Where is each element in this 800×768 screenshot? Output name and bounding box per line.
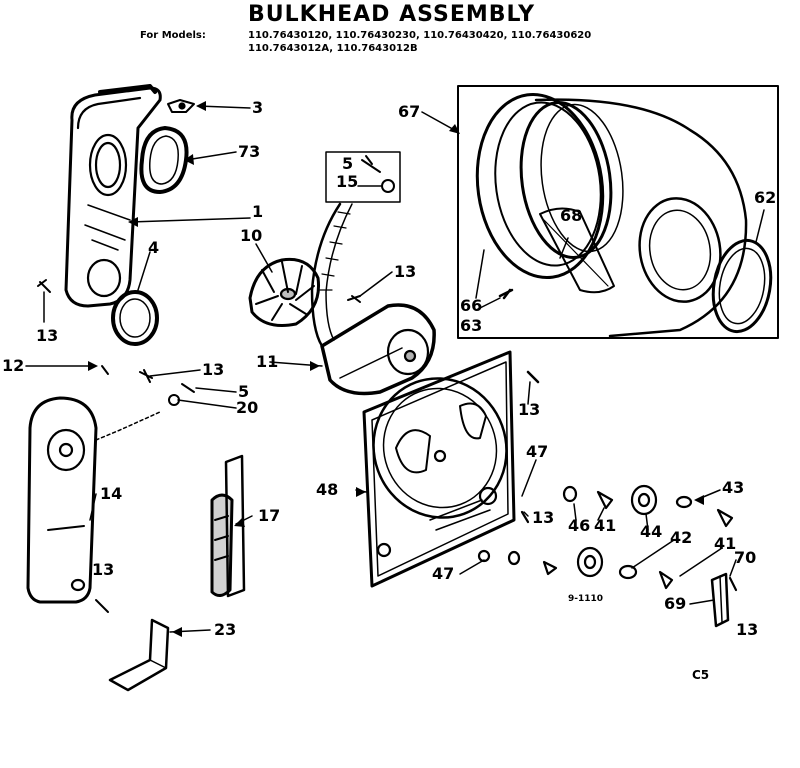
callout-47-a: 47 [526,442,549,461]
callout-68: 68 [560,206,583,225]
blower-housing-part-11 [322,296,434,394]
callout-47-b: 47 [432,564,455,583]
front-bulkhead-part-1 [66,86,160,306]
callout-63: 63 [460,316,483,335]
callout-13-g: 13 [736,620,759,639]
callout-13-a: 13 [36,326,59,345]
drum-ring-part-62 [706,236,777,336]
models-line-1: 110.76430120, 110.76430230, 110.76430420… [248,30,592,41]
callout-20: 20 [236,398,259,417]
models-label: For Models: [140,30,206,41]
callout-15: 15 [336,172,359,191]
callout-5-a: 5 [238,382,250,401]
corner-code: C5 [692,668,710,682]
callout-62: 62 [754,188,777,207]
drum-box [458,86,778,338]
arrowheads [88,101,704,637]
callout-4: 4 [148,238,160,257]
callout-1: 1 [252,202,264,221]
callout-41-a: 41 [594,516,617,535]
inset-box-parts-5-15 [326,152,400,202]
figure-code: 9-1110 [568,594,604,604]
callout-5-b: 5 [342,154,354,173]
callout-17: 17 [258,506,281,525]
clip-part-3 [168,100,194,112]
callout-14: 14 [100,484,123,503]
idler-bracket-part-14 [28,398,160,602]
callout-44: 44 [640,522,663,541]
callout-48: 48 [316,480,339,499]
ring-part-4 [113,292,157,344]
screw-part-66-63 [500,290,512,298]
blower-fan-part-10 [250,259,319,325]
callout-13-b: 13 [202,360,225,379]
callout-23: 23 [214,620,237,639]
callout-13-f: 13 [532,508,555,527]
switch-bracket-part-17 [212,456,244,596]
models-line-2: 110.7643012A, 110.7643012B [248,43,418,54]
callout-41-b: 41 [714,534,737,553]
callout-69: 69 [664,594,687,613]
rear-bulkhead-part-48 [354,352,538,586]
callout-13-c: 13 [92,560,115,579]
duct-tube [312,204,352,346]
bracket-part-23 [110,620,168,690]
callout-42: 42 [670,528,693,547]
callout-46: 46 [568,516,591,535]
callout-70: 70 [734,548,757,567]
drum-part-67 [466,86,746,336]
callout-73: 73 [238,142,261,161]
screw-group-left [38,280,194,612]
callout-43: 43 [722,478,745,497]
callout-3: 3 [252,98,264,117]
page-title: BULKHEAD ASSEMBLY [248,2,536,27]
callout-13-d: 13 [394,262,417,281]
idler-pulley-chain [479,486,732,588]
callout-11: 11 [256,352,279,371]
callout-10: 10 [240,226,263,245]
seal-part-73 [141,128,186,192]
bracket-part-69-70 [712,574,736,626]
callout-67: 67 [398,102,421,121]
callout-13-e: 13 [518,400,541,419]
callout-12: 12 [2,356,25,375]
callout-66: 66 [460,296,483,315]
